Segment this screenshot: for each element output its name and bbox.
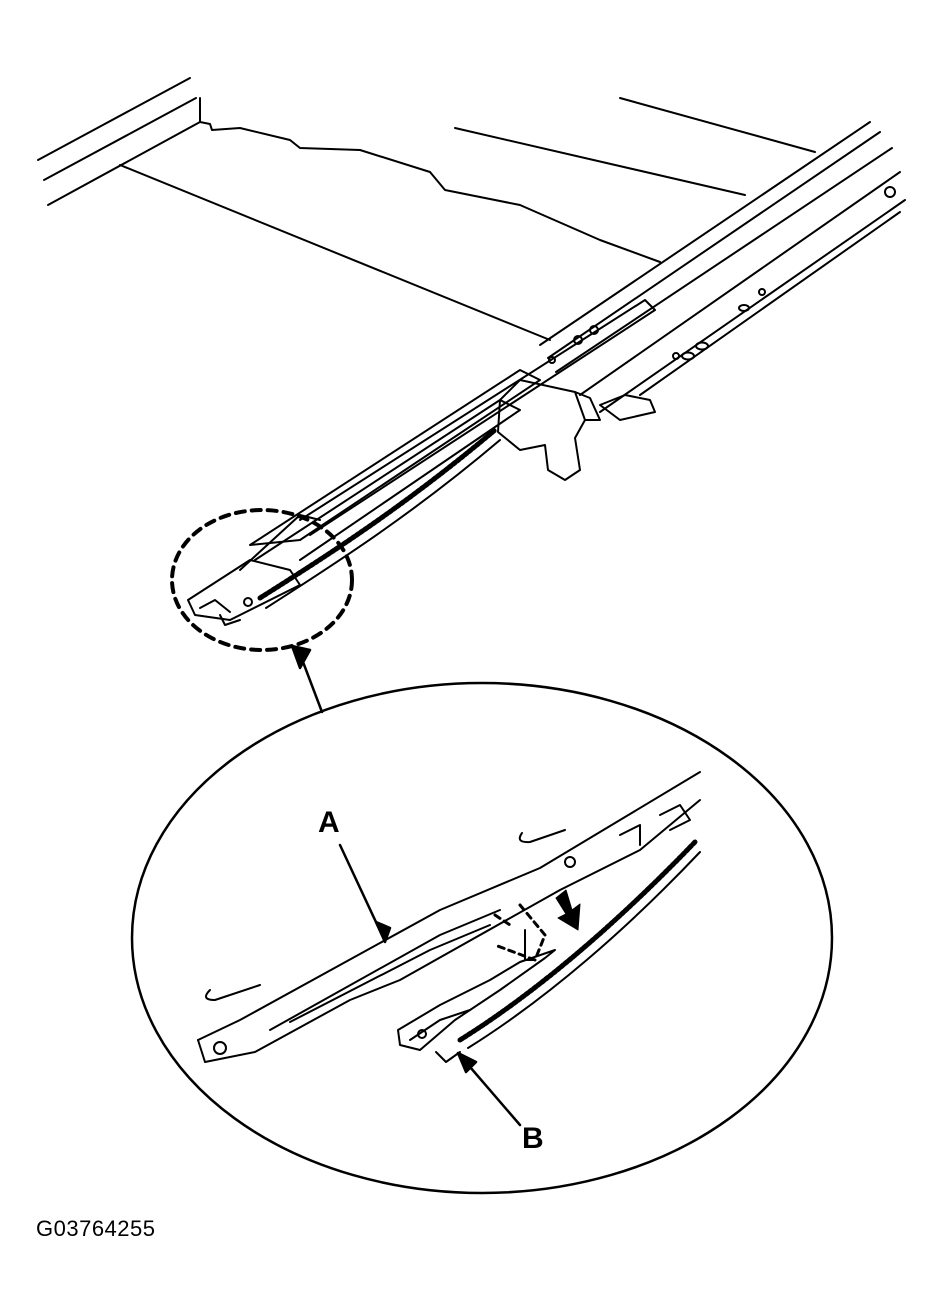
figure-id-caption: G03764255: [36, 1216, 156, 1241]
zoom-detail-ellipse: [130, 681, 834, 1195]
detail-leader-arrow: [290, 644, 324, 714]
callout-a-leader: [338, 843, 392, 944]
sunroof-guide-rail: [497, 121, 906, 481]
sunroof-drain-tube-upper: [187, 299, 656, 626]
detail-highlight-circle: [170, 508, 354, 652]
callout-b-leader: [456, 1051, 522, 1127]
direction-arrow-icon: [555, 889, 581, 931]
roof-panel: [37, 77, 816, 341]
callout-label-b: B: [522, 1122, 544, 1155]
drain-tube-bracket-detail: [197, 771, 701, 1063]
callout-label-a: A: [318, 806, 340, 839]
